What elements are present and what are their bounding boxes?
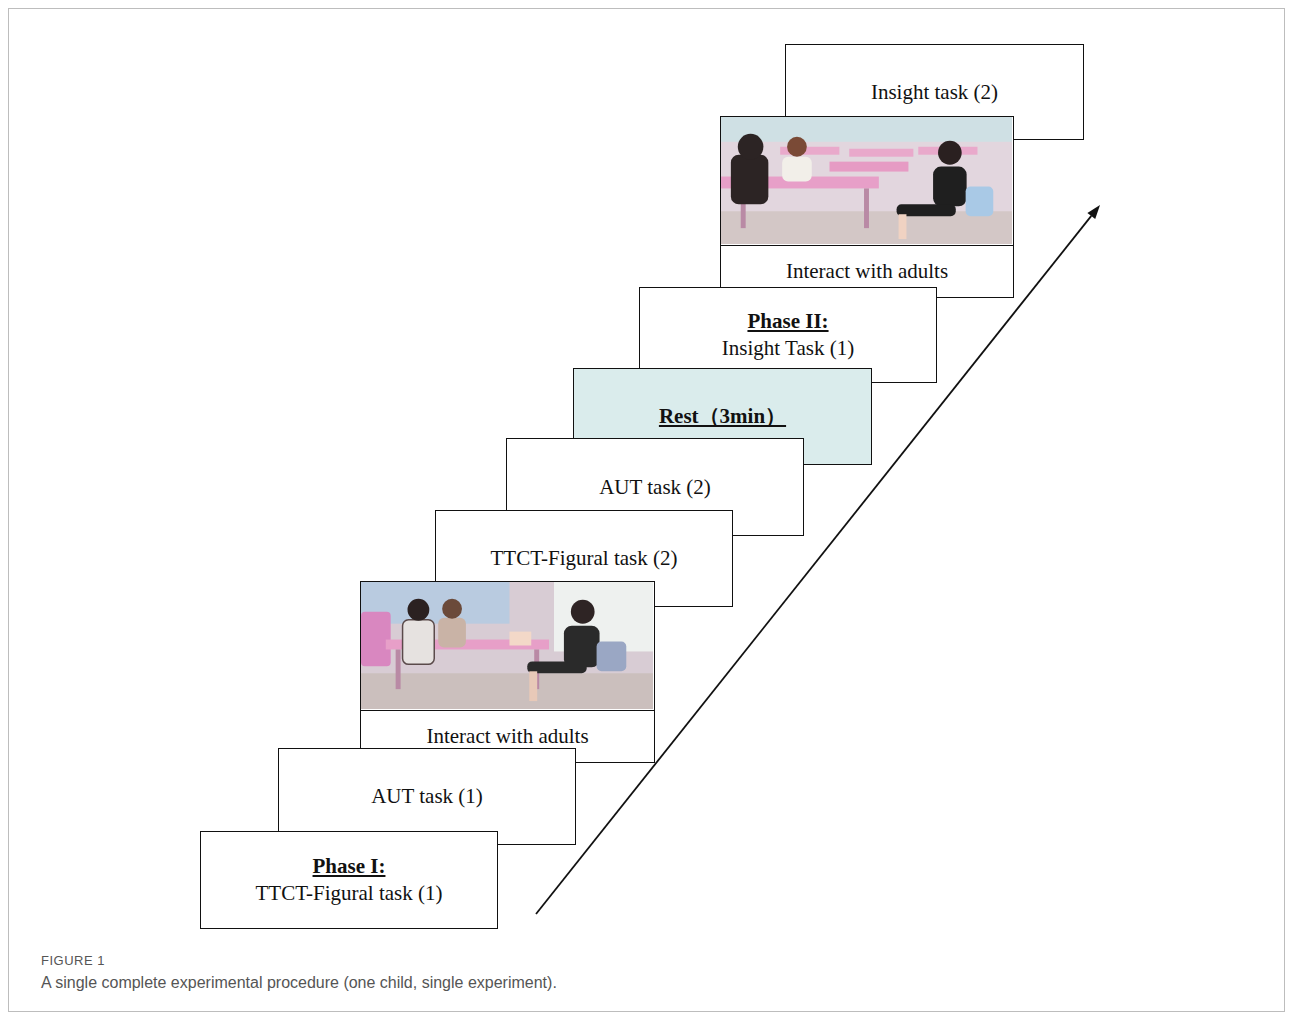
text-area: Phase I:TTCT-Figural task (1) — [201, 832, 497, 928]
box-heading: Phase II: — [747, 308, 828, 335]
box-label: TTCT-Figural task (1) — [255, 880, 442, 907]
photo-adult-head — [571, 600, 595, 624]
figure-number: FIGURE 1 — [41, 953, 105, 968]
box-label: Interact with adults — [426, 723, 588, 750]
photo-child-head — [408, 599, 430, 621]
box-label: Interact with adults — [786, 258, 948, 285]
box-heading: Phase I: — [313, 853, 386, 880]
figure-caption: A single complete experimental procedure… — [41, 974, 557, 992]
classroom-photo — [361, 582, 653, 709]
photo-desk — [830, 162, 909, 172]
interaction-box: Interact with adults — [720, 116, 1014, 298]
photo-child-hair — [731, 155, 768, 205]
photo-child-head — [442, 599, 462, 619]
photo-adult-shin — [529, 671, 537, 701]
box-label: AUT task (2) — [599, 474, 711, 501]
classroom-photo — [721, 117, 1012, 244]
photo-child-head — [738, 134, 764, 160]
photo-chair — [966, 186, 994, 216]
photo-child-head — [787, 137, 807, 157]
photo-desk-leg — [396, 649, 401, 689]
photo-wall — [721, 117, 1012, 244]
photo-wall — [361, 582, 653, 709]
photo-adult-body — [564, 626, 600, 668]
photo-desk-leg — [864, 188, 869, 228]
phase-box: Phase I:TTCT-Figural task (1) — [200, 831, 498, 929]
photo-child-body — [403, 620, 435, 665]
photo-chair — [597, 642, 627, 672]
arrow-head — [1087, 205, 1100, 219]
photo-child-body — [438, 618, 466, 648]
photo-floor — [361, 673, 653, 709]
box-heading: Rest（3min） — [659, 403, 786, 430]
photo-windows — [721, 117, 1012, 142]
photo-desk — [849, 149, 913, 157]
photo-adult-head — [938, 141, 962, 165]
photo-chair — [361, 612, 391, 667]
box-label: TTCT-Figural task (2) — [490, 545, 677, 572]
box-label: AUT task (1) — [371, 783, 483, 810]
box-label: Insight Task (1) — [722, 335, 854, 362]
photo-adult-body — [933, 167, 967, 207]
interaction-box: Interact with adults — [360, 581, 655, 763]
photo-object — [509, 632, 531, 646]
photo-child-body — [782, 157, 812, 182]
photo-adult-shin — [899, 214, 907, 239]
text-area: AUT task (1) — [279, 749, 575, 844]
box-label: Insight task (2) — [871, 79, 998, 106]
